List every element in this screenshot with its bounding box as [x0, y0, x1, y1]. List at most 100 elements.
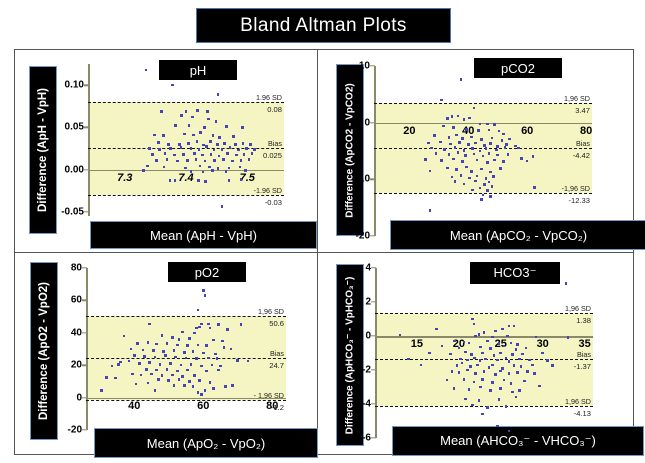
data-point [430, 146, 433, 150]
data-point [157, 141, 160, 144]
data-point [526, 370, 529, 373]
data-point [162, 350, 165, 353]
y-tick-mark [370, 235, 375, 237]
data-point [191, 350, 195, 353]
data-point [507, 324, 511, 328]
data-point [491, 363, 494, 367]
data-point [198, 164, 202, 168]
data-point [503, 146, 507, 149]
data-point [538, 384, 541, 388]
data-point [237, 148, 240, 152]
zero-reference-line [88, 169, 284, 172]
plot-title-0: pH [159, 60, 237, 80]
y-axis-line [374, 66, 376, 236]
data-point [165, 342, 169, 345]
data-point [166, 142, 170, 146]
data-point [184, 356, 188, 360]
y-tick-label: -6 [362, 432, 371, 444]
data-point [474, 141, 477, 145]
x-tick-label: 7.5 [239, 171, 255, 184]
data-point [201, 153, 204, 157]
y-tick-mark [82, 364, 87, 366]
x-tick-label: 80 [579, 124, 593, 137]
data-point [471, 147, 474, 151]
data-point [155, 368, 158, 372]
data-point [214, 352, 217, 356]
data-point [462, 117, 466, 121]
data-point [220, 147, 224, 151]
data-point [466, 143, 470, 147]
data-point [212, 338, 215, 342]
data-point [434, 327, 438, 331]
data-point [453, 146, 457, 149]
data-point [496, 358, 499, 362]
x-tick-label: 15 [410, 338, 424, 350]
data-point [512, 324, 516, 328]
data-point [487, 128, 491, 132]
data-point [517, 146, 520, 150]
data-point [244, 169, 247, 172]
y-tick-label: 40 [70, 327, 82, 339]
data-point [474, 334, 477, 338]
y-axis-label-text: Difference (ApCO2 - VpCO2) [344, 82, 356, 218]
data-point [239, 178, 243, 181]
data-point [472, 106, 476, 110]
upper-loa-annotation-label: 1,96 SD [564, 94, 590, 103]
data-point [143, 354, 146, 358]
data-point [110, 364, 114, 368]
y-axis-label-text: Difference (ApH - VpH) [37, 88, 50, 212]
y-axis-label-box-2: Difference (ApO2 - VpO2) [30, 262, 58, 440]
upper-loa-annotation-value: 0.08 [267, 105, 282, 114]
data-point [182, 350, 186, 354]
data-point [446, 117, 449, 120]
data-point [428, 169, 432, 173]
data-point [478, 122, 482, 126]
y-tick-mark [84, 168, 89, 171]
data-point [217, 368, 221, 372]
data-point [214, 120, 218, 123]
data-point [496, 424, 499, 428]
y-tick-label: 0.10 [64, 79, 84, 91]
data-point [250, 152, 254, 155]
data-point [462, 340, 466, 344]
data-point [134, 382, 138, 386]
data-point [534, 335, 538, 339]
data-point [201, 289, 205, 292]
data-point [494, 148, 498, 152]
data-point [452, 387, 456, 390]
data-point [182, 153, 185, 156]
data-point [502, 160, 505, 164]
data-point [163, 152, 167, 155]
data-point [212, 148, 216, 152]
data-point [212, 387, 215, 390]
data-point [464, 350, 467, 354]
data-point [486, 339, 489, 343]
data-point [487, 151, 491, 155]
y-tick-mark [370, 178, 375, 181]
data-point [484, 357, 487, 361]
y-tick-mark [84, 211, 89, 213]
data-point [201, 351, 205, 355]
data-point [497, 129, 501, 133]
data-point [446, 166, 449, 170]
data-point [490, 185, 494, 188]
data-point [531, 363, 534, 367]
data-point [504, 356, 508, 360]
data-point [220, 339, 224, 343]
data-point [441, 124, 445, 128]
data-point [516, 343, 519, 346]
data-point [481, 351, 484, 355]
data-point [191, 384, 195, 388]
data-point [157, 378, 160, 382]
data-point [489, 195, 492, 198]
data-point [201, 170, 205, 174]
data-point [236, 359, 240, 362]
data-point [122, 334, 126, 338]
x-tick-label: 35 [578, 338, 591, 350]
bias-line [88, 148, 284, 150]
data-point [176, 369, 179, 373]
data-point [486, 122, 489, 126]
data-point [470, 353, 473, 356]
y-tick-mark [371, 437, 376, 439]
y-tick-mark [371, 369, 376, 371]
